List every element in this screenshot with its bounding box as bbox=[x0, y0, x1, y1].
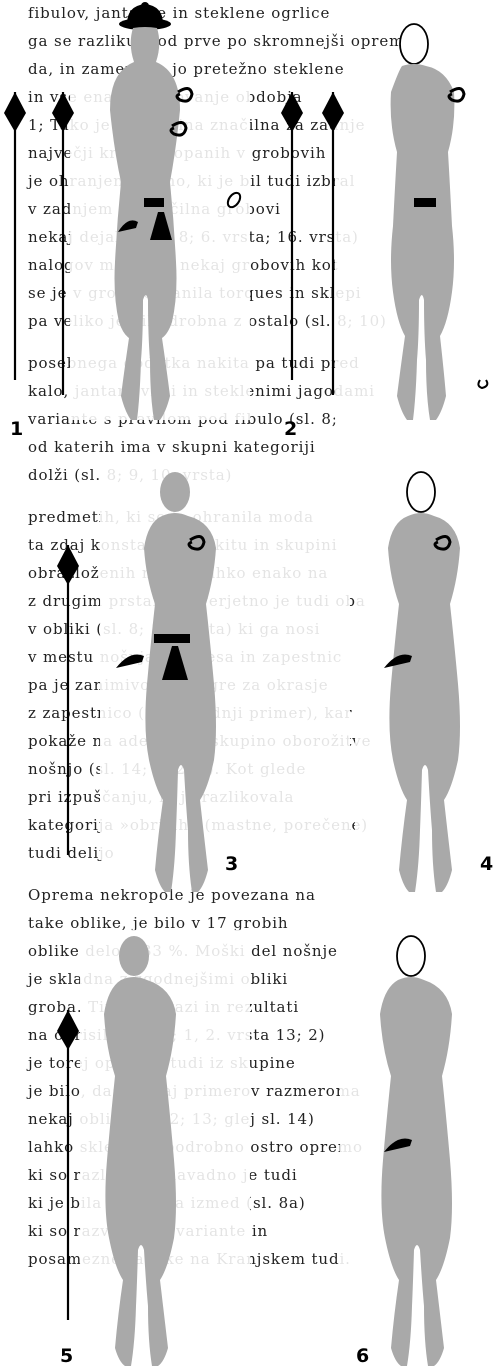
figure-1: 1 bbox=[4, 2, 250, 440]
figure-2: 2 bbox=[281, 24, 490, 440]
head-outline bbox=[160, 472, 190, 512]
figure-label-4: 4 bbox=[480, 853, 493, 875]
head-outline bbox=[119, 936, 149, 976]
belt-plate bbox=[414, 198, 436, 207]
belt-plate bbox=[154, 634, 190, 643]
figure-label-6: 6 bbox=[356, 1345, 369, 1367]
spear-2a bbox=[281, 92, 303, 380]
belt-plate bbox=[144, 198, 164, 207]
spear-5a bbox=[57, 1010, 79, 1320]
head-outline bbox=[407, 472, 435, 512]
figure-label-3: 3 bbox=[225, 853, 238, 875]
head-outline bbox=[400, 24, 428, 64]
figure-5: 5 bbox=[57, 930, 250, 1367]
figure-label-5: 5 bbox=[60, 1345, 73, 1367]
spear-1a bbox=[4, 92, 26, 380]
figure-label-1: 1 bbox=[10, 418, 23, 440]
helmet-icon bbox=[119, 2, 171, 30]
figure-4 bbox=[355, 460, 493, 892]
figure-3: 3 bbox=[57, 460, 350, 892]
spear-3a bbox=[57, 545, 79, 855]
figure-6: 6 bbox=[340, 930, 490, 1367]
head-outline bbox=[397, 936, 425, 976]
figure-label-2: 2 bbox=[284, 418, 297, 440]
